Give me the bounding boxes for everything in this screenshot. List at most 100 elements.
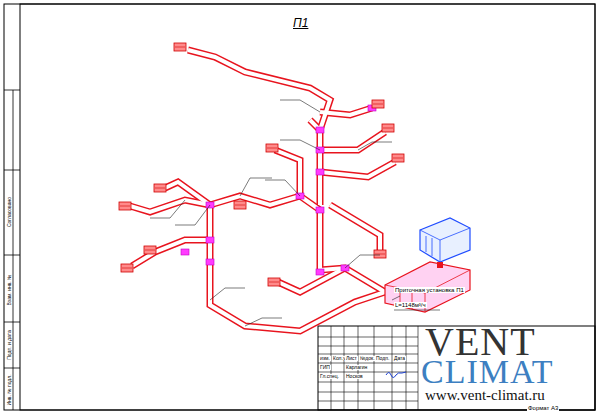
grille-slat <box>175 47 185 48</box>
duct-interior <box>132 240 210 266</box>
duct-outline <box>330 205 380 250</box>
margin-line <box>4 255 20 256</box>
logo-word: CLIMAT <box>420 355 555 389</box>
air-grille <box>234 201 246 209</box>
leader-line <box>175 205 210 225</box>
leader-line <box>345 255 380 268</box>
grille-slat <box>120 206 130 207</box>
duct-outline <box>210 262 385 331</box>
air-grille <box>374 250 386 258</box>
margin-cell: Подп. и дата <box>7 329 12 360</box>
damper-fitting <box>206 259 214 265</box>
unit-edges <box>385 270 470 312</box>
airflow-value: L=1148м³/ч <box>394 302 427 308</box>
duct-outline <box>275 150 300 196</box>
title-block-line <box>318 363 418 364</box>
title-block-line <box>318 392 418 393</box>
leader-line <box>358 142 392 150</box>
title-block-line <box>318 346 418 347</box>
intake-duct <box>437 262 443 268</box>
damper-fitting <box>316 169 324 175</box>
logo-url: www.vent-climat.ru <box>424 388 546 403</box>
duct-interior <box>165 182 210 262</box>
air-grille <box>382 124 394 132</box>
duct-interior <box>278 268 345 292</box>
duct-outline <box>320 162 395 177</box>
duct-outline <box>188 50 330 130</box>
unit-callout: Приточная установка П1 <box>394 287 465 293</box>
intake-unit <box>420 218 470 262</box>
leader-line <box>245 318 282 326</box>
duct-interior <box>275 150 300 196</box>
air-grille <box>121 264 133 272</box>
margin-line <box>4 368 20 369</box>
grille-slat <box>145 250 155 251</box>
damper-fitting <box>206 237 214 243</box>
duct-interior <box>210 262 385 331</box>
margin-cell: Взам. инв. № <box>7 274 12 307</box>
table-cell: Лист <box>345 356 358 361</box>
ducts <box>130 50 395 331</box>
air-grille <box>392 154 404 162</box>
title-block-line <box>406 326 407 410</box>
title-block-line <box>318 354 418 355</box>
sheet-title: П1 <box>292 17 309 29</box>
signature <box>386 372 406 378</box>
grille-slat <box>155 188 165 189</box>
grille-slat <box>235 205 245 206</box>
intake-edges <box>420 228 470 262</box>
table-cell: Дата <box>393 356 406 361</box>
sheet-format: Формат А3 <box>527 405 559 411</box>
leader-line <box>265 180 300 196</box>
duct-interior <box>188 50 330 130</box>
damper-fitting <box>316 127 324 133</box>
sheet-frame <box>4 4 595 410</box>
air-grille <box>266 144 278 152</box>
margin-cell: Согласовано <box>7 196 12 228</box>
grille-slat <box>375 254 385 255</box>
title-block-line <box>318 382 418 383</box>
table-cell: изм. <box>319 356 331 361</box>
leader-line <box>280 100 320 112</box>
margin-line <box>13 90 14 410</box>
grille-slat <box>393 158 403 159</box>
duct-outline <box>132 240 210 266</box>
leader-line <box>210 288 245 300</box>
title-block-line <box>418 326 419 410</box>
margin-cell: Инв. № подл. <box>7 373 12 406</box>
duct-interior <box>210 196 300 205</box>
leader-line <box>392 296 440 310</box>
table-cell: Подп. <box>375 356 390 361</box>
margin-line <box>4 90 20 91</box>
title-block-line <box>392 326 393 410</box>
duct-interior <box>320 162 395 177</box>
duct-interior <box>130 200 210 212</box>
duct-outline <box>320 132 385 150</box>
margin-line <box>4 322 20 323</box>
air-grille <box>372 100 384 108</box>
duct-interior <box>300 196 385 292</box>
air-grille <box>119 202 131 210</box>
table-cell: ГИП <box>319 365 331 370</box>
duct-interior <box>320 108 372 115</box>
duct-outline <box>165 182 210 262</box>
damper-fitting <box>181 249 189 255</box>
title-block-line <box>318 337 418 338</box>
grilles <box>119 43 404 286</box>
air-handling-unit <box>385 262 470 312</box>
duct-outline <box>130 200 210 212</box>
table-cell: №док. <box>359 356 376 361</box>
air-grille <box>154 184 166 192</box>
title-block-line <box>374 326 375 410</box>
grille-slat <box>269 282 279 283</box>
grille-slat <box>122 268 132 269</box>
damper-fitting <box>316 207 324 213</box>
leader-line <box>240 178 272 196</box>
table-cell: Носков <box>345 374 364 379</box>
damper-fitting <box>316 269 324 275</box>
duct-outline <box>300 196 385 292</box>
grille-slat <box>373 104 383 105</box>
leader-line <box>280 140 320 150</box>
air-grille <box>268 278 280 286</box>
